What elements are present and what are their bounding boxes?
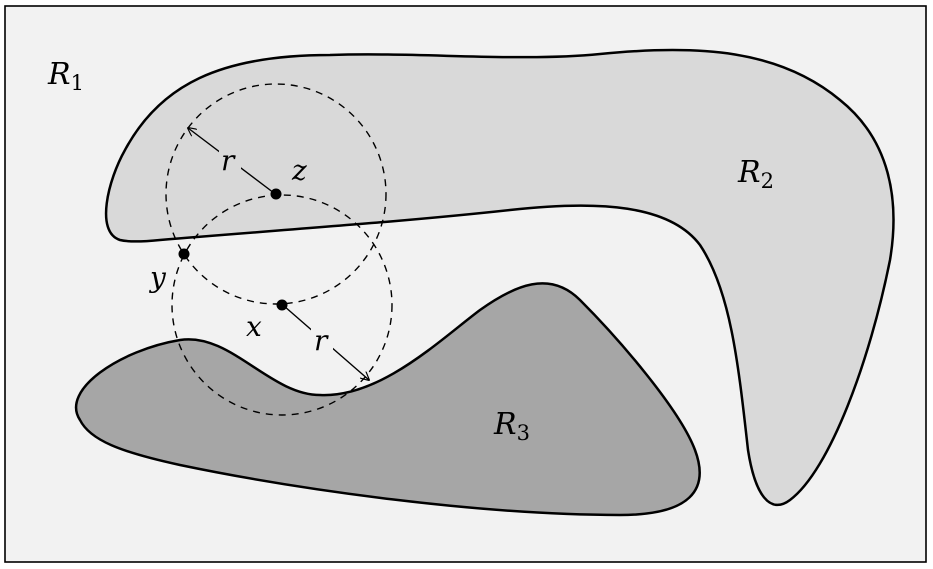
region-label-r2: R2 — [737, 155, 774, 193]
point-label-y: y — [148, 261, 167, 294]
region-label-r3-letter: R — [493, 407, 517, 442]
region-label-r1: R1 — [47, 57, 84, 95]
point-z — [270, 188, 282, 200]
dashed-circle-around-z — [165, 83, 387, 305]
point-label-z: z — [291, 154, 307, 187]
dashed-circle-around-x — [171, 194, 393, 416]
region-label-r3: R3 — [493, 407, 530, 445]
point-x — [276, 299, 288, 311]
region-r3-shape — [74, 282, 701, 517]
point-label-x: x — [246, 310, 262, 343]
radius-label-lower: r — [314, 324, 329, 357]
region-label-r3-subscript: 3 — [517, 421, 530, 445]
region-label-r2-letter: R — [737, 155, 761, 190]
radius-label-upper: r — [221, 144, 236, 177]
region-label-r1-letter: R — [47, 57, 71, 92]
region-label-r1-subscript: 1 — [71, 71, 84, 95]
region-label-r2-subscript: 2 — [761, 169, 774, 193]
region-r2-shape — [104, 48, 895, 507]
point-y — [178, 248, 190, 260]
